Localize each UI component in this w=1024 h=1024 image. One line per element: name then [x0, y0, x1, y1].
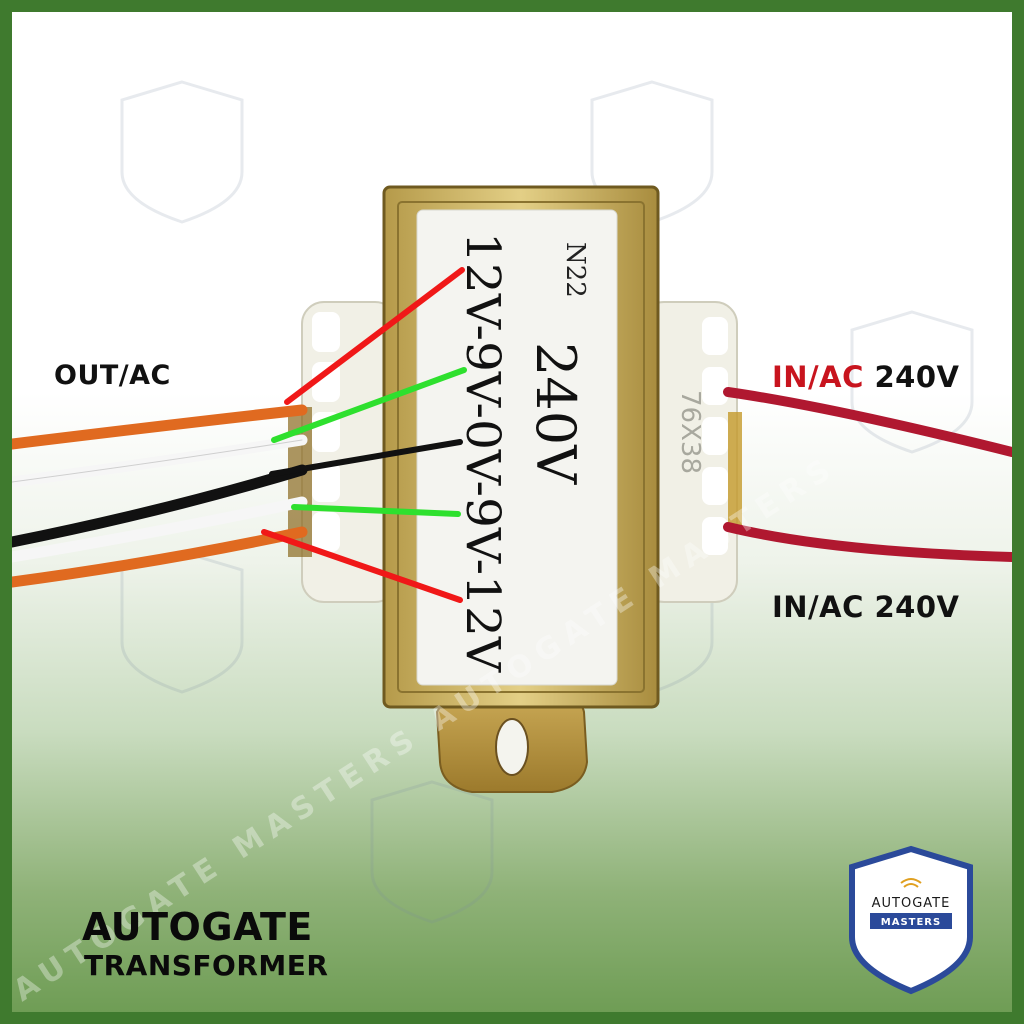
model-text: N22 [560, 242, 590, 298]
input-voltage-text: 240V [524, 342, 587, 485]
brand-logo: AUTOGATE MASTERS [849, 845, 973, 995]
product-photo: N22 240V 12V-9V-0V-9V-12V 76X38 AUTOGATE… [12, 12, 1012, 1012]
core-mark-text: 76X38 [675, 390, 705, 474]
in-ac-top-label: IN/AC 240V [772, 360, 959, 394]
transformer-illustration: N22 240V 12V-9V-0V-9V-12V 76X38 AUTOGATE… [12, 80, 1012, 1009]
bobbin-right [641, 301, 742, 603]
secondary-wires [12, 404, 308, 588]
out-ac-label: OUT/AC [54, 360, 171, 391]
in-ac-bottom-label: IN/AC 240V [772, 590, 960, 624]
primary-wires [723, 387, 1012, 562]
marker-12v-top [284, 267, 465, 405]
marker-9v-top [271, 367, 467, 443]
title-transformer: TRANSFORMER [84, 949, 329, 982]
wire-markers [261, 267, 467, 603]
output-voltage-text: 12V-9V-0V-9V-12V [455, 232, 510, 673]
watermark-shields [120, 80, 974, 924]
title-autogate: AUTOGATE [82, 905, 313, 949]
brand-line2: MASTERS [881, 917, 941, 928]
marker-9v-bottom [291, 504, 461, 517]
in-ac-top-red: IN/AC [772, 360, 864, 394]
mounting-hole [495, 718, 529, 776]
brand-line1: AUTOGATE [872, 896, 951, 911]
in-ac-top-voltage: 240V [863, 360, 960, 394]
marker-12v-bottom [261, 529, 463, 603]
marker-0v [269, 439, 463, 477]
